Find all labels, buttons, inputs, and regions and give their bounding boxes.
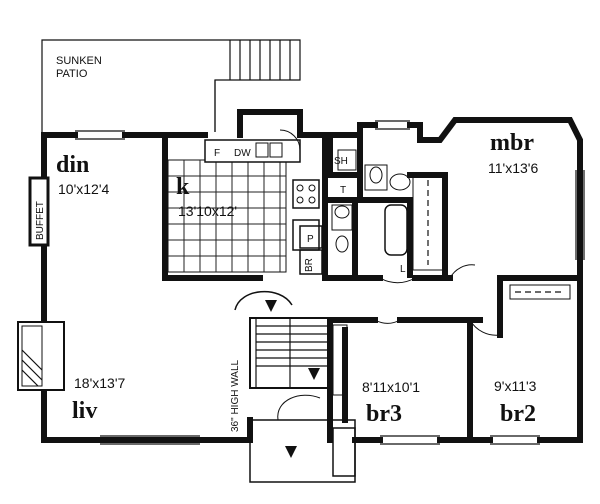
windows bbox=[75, 120, 585, 445]
fixture-sh: SH bbox=[334, 156, 348, 167]
patio-label-line1: SUNKEN bbox=[56, 55, 102, 67]
bath-fixtures bbox=[331, 149, 444, 271]
room-liv-name: liv bbox=[72, 398, 97, 424]
kitchen-floor bbox=[167, 159, 287, 273]
high-wall-label: 36" HIGH WALL bbox=[230, 359, 241, 432]
room-mbr-dim: 11'x13'6 bbox=[488, 160, 538, 176]
fixture-t: T bbox=[340, 185, 346, 196]
room-br2-dim: 9'x11'3 bbox=[494, 378, 537, 394]
sunken-patio bbox=[41, 39, 301, 132]
buffet-label: BUFFET bbox=[35, 201, 46, 240]
interior-walls bbox=[162, 137, 583, 443]
fixture-l: L bbox=[400, 264, 406, 275]
fireplace bbox=[17, 321, 65, 391]
stairs bbox=[234, 291, 331, 389]
doors bbox=[279, 129, 501, 336]
room-br2-name: br2 bbox=[500, 401, 536, 427]
room-br3-dim: 8'11x10'1 bbox=[362, 379, 420, 395]
fixture-f: F bbox=[214, 148, 220, 159]
room-mbr-name: mbr bbox=[490, 130, 534, 156]
fixture-dw: DW bbox=[234, 148, 251, 159]
patio-steps bbox=[229, 40, 291, 80]
fixture-br: BR bbox=[304, 258, 315, 272]
kitchen-counters bbox=[204, 139, 320, 251]
exterior-walls bbox=[41, 109, 583, 443]
buffet bbox=[28, 176, 50, 247]
closets bbox=[299, 225, 571, 396]
room-din-dim: 10'x12'4 bbox=[58, 181, 109, 197]
room-din-name: din bbox=[56, 152, 89, 178]
patio-label-line2: PATIO bbox=[56, 68, 88, 80]
room-k-name: k bbox=[176, 174, 190, 200]
fixture-p: P bbox=[307, 234, 314, 245]
room-liv-dim: 18'x13'7 bbox=[74, 375, 125, 391]
entry bbox=[249, 394, 356, 483]
room-k-dim: 13'10x12' bbox=[178, 203, 237, 219]
room-br3-name: br3 bbox=[366, 401, 402, 427]
